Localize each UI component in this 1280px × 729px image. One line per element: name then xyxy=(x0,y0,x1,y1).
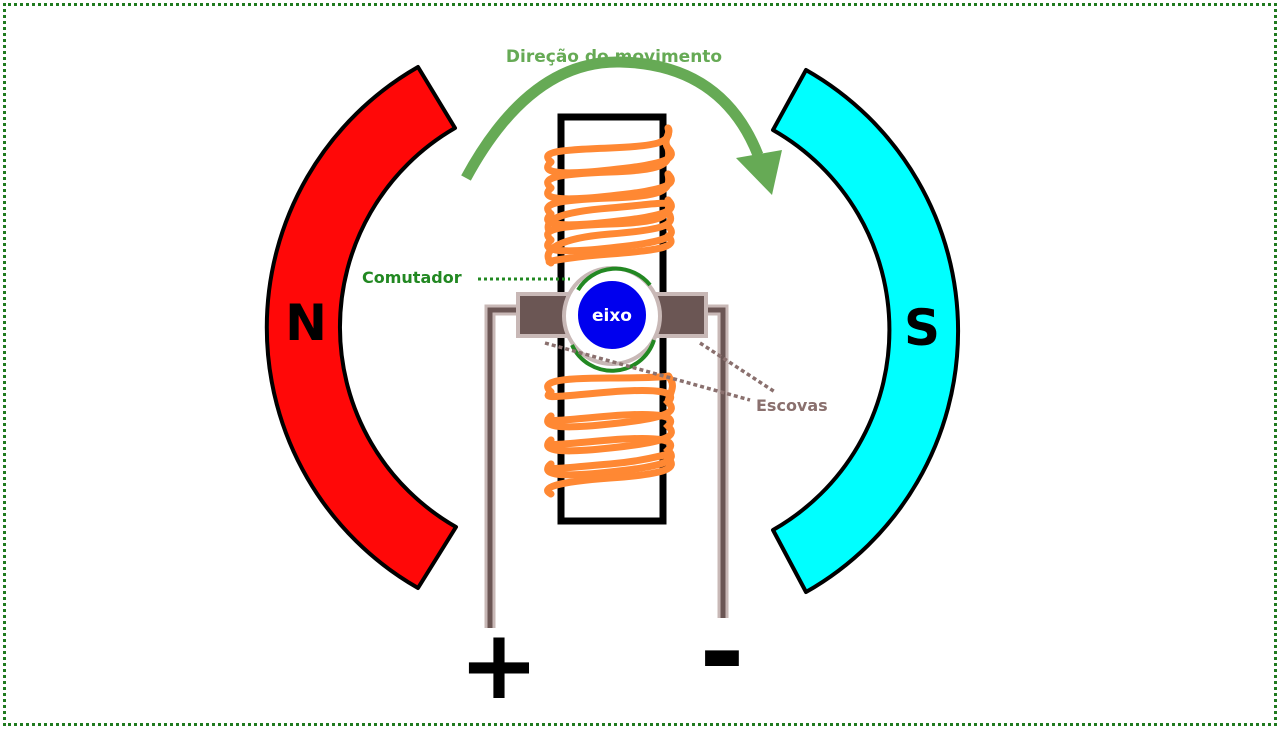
shaft-label: eixo xyxy=(592,306,632,326)
negative-terminal: - xyxy=(699,588,745,716)
positive-terminal: + xyxy=(459,609,539,721)
south-pole-label: S xyxy=(904,299,940,357)
south-magnet xyxy=(771,68,961,594)
commutator-label: Comutador xyxy=(362,268,462,287)
brushes-label: Escovas xyxy=(756,396,828,415)
shaft xyxy=(574,277,650,353)
wire-right-core xyxy=(706,307,726,618)
direction-label: Direção do movimento xyxy=(506,47,722,67)
direction-arrow-head xyxy=(736,150,782,195)
north-pole-label: N xyxy=(285,294,327,352)
brushes-leader-left xyxy=(544,341,751,402)
commutator-segment-top xyxy=(576,266,652,292)
lower-coil xyxy=(544,372,676,498)
upper-coil xyxy=(544,124,675,267)
commutator-segment-bottom xyxy=(570,339,656,373)
brush-left xyxy=(516,292,570,338)
wire-left xyxy=(484,304,518,628)
wire-left-core xyxy=(487,307,518,628)
brushes-leader-right xyxy=(699,341,776,394)
direction-arrow xyxy=(461,56,764,181)
north-magnet xyxy=(264,65,458,590)
diagram-frame xyxy=(3,3,1277,726)
